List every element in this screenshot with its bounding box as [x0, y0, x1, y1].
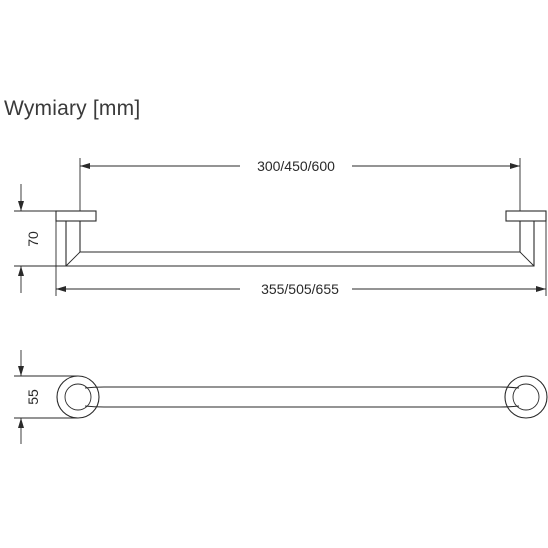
- inner-length-label: 300/450/600: [257, 158, 335, 174]
- dimension-diameter: [14, 350, 78, 444]
- dimension-inner-length: [80, 163, 520, 169]
- front-view: 55: [14, 350, 548, 444]
- left-rosette-inner: [64, 383, 92, 411]
- bar-tube: [84, 386, 520, 408]
- height-label: 70: [25, 231, 41, 247]
- left-mount-plate: [55, 210, 97, 222]
- dimension-height: [14, 184, 66, 293]
- bar-corner-right: [519, 251, 535, 267]
- side-view: 300/450/600 355/505/655 70: [14, 158, 547, 297]
- right-rosette-outer: [504, 375, 548, 419]
- bar-corner-left: [65, 251, 81, 267]
- right-rosette-inner: [512, 383, 540, 411]
- outer-length-label: 355/505/655: [261, 281, 339, 297]
- page-title: Wymiary [mm]: [4, 97, 141, 120]
- bar-profile-inner: [79, 221, 521, 253]
- diameter-label: 55: [25, 389, 41, 405]
- right-mount-plate: [505, 210, 547, 222]
- dimension-outer-length: [56, 286, 546, 292]
- left-rosette-outer: [56, 375, 100, 419]
- bar-profile-outer: [65, 221, 535, 267]
